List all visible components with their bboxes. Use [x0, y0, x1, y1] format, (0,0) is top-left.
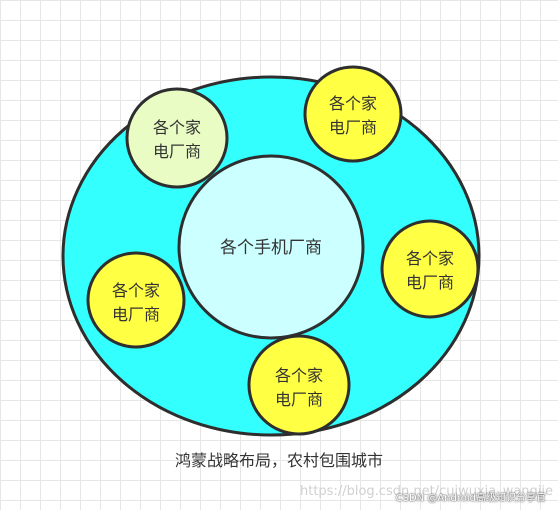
satellite-circle — [125, 87, 229, 189]
satellite-node-4: 各个家 电厂商 — [86, 251, 186, 349]
satellite-label-line2: 电厂商 — [112, 305, 160, 324]
satellite-label-line2: 电厂商 — [406, 273, 454, 292]
satellite-label-line1: 各个家 — [275, 366, 323, 385]
satellite-label-line1: 各个家 — [153, 118, 201, 137]
satellite-node-3: 各个家 电厂商 — [380, 219, 480, 319]
diagram-caption: 鸿蒙战略布局，农村包围城市 — [174, 451, 383, 470]
satellite-circle — [380, 219, 480, 319]
satellite-label-line2: 电厂商 — [329, 118, 377, 137]
center-circle — [177, 154, 365, 340]
center-label: 各个手机厂商 — [220, 238, 322, 258]
satellite-circle — [247, 334, 351, 436]
satellite-node-1: 各个家 电厂商 — [125, 87, 229, 189]
satellite-circle — [303, 65, 403, 163]
watermark-url: https://blog.csdn.net/cuiwuxia_wangjie — [300, 484, 554, 499]
satellite-node-5: 各个家 电厂商 — [247, 334, 351, 436]
satellite-label-line1: 各个家 — [329, 94, 377, 113]
satellite-label-line1: 各个家 — [112, 281, 160, 300]
satellite-circle — [86, 251, 186, 349]
satellite-label-line2: 电厂商 — [275, 390, 323, 409]
watermark-csdn: CSDN @Android高级知识分享官 — [395, 493, 546, 504]
satellite-node-2: 各个家 电厂商 — [303, 65, 403, 163]
satellite-label-line1: 各个家 — [406, 249, 454, 268]
satellite-label-line2: 电厂商 — [153, 142, 201, 161]
